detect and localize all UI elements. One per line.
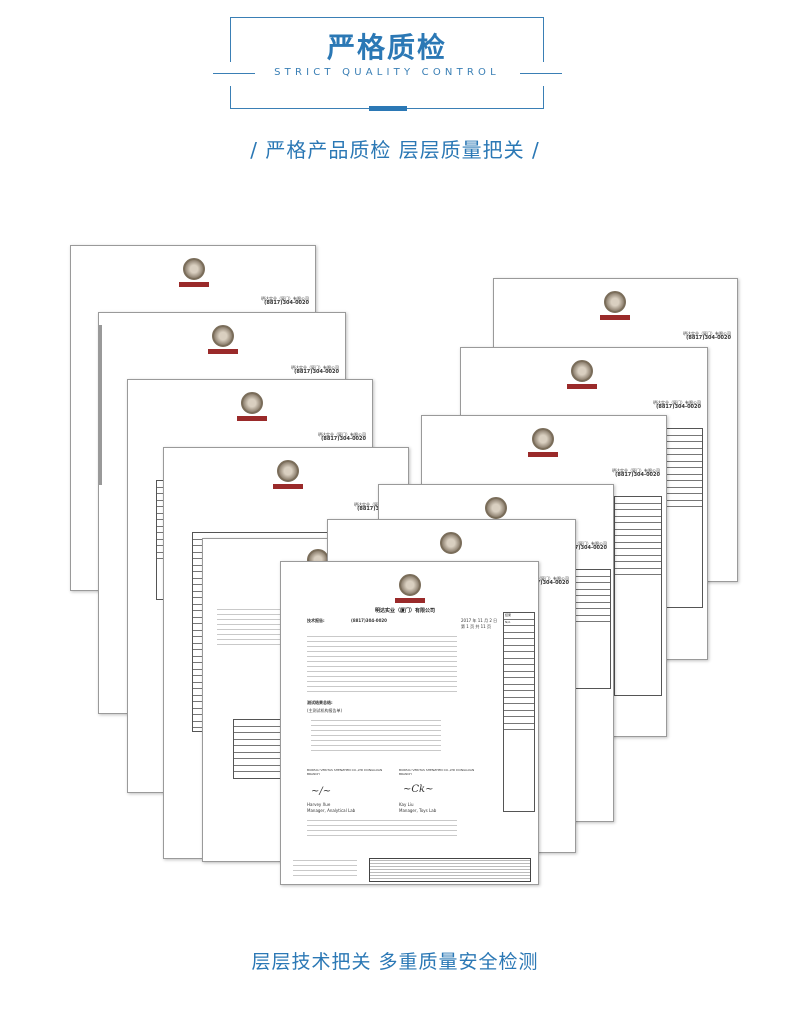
tagline: / 严格产品质检 层层质量把关 / [250,138,540,162]
report-contact-lines [307,820,457,840]
bureau-veritas-seal-icon [604,291,626,313]
report-text-lines [307,636,457,696]
signer-right-role: Manager, Toys Lab [399,808,437,813]
bureau-veritas-seal-icon [485,497,507,519]
report-number: (8817)304-0020 [656,404,701,410]
report-date: 2017 年 11 月 2 日 [461,618,498,623]
report-number: (8817)304-0020 [615,472,660,478]
frame-gap-right [541,62,545,86]
title-accent-bar [369,106,407,111]
report-company: 明达实业（厦门）有限公司 [375,608,436,614]
signer-right-name: Kay Liu [399,802,414,807]
report-number: (8817)304-0020 [264,300,309,306]
report-header: 明达实业（厦门）有限公司 (8817)304-0020 [683,331,731,341]
report-company: 明达实业（厦门）有限公司 [612,468,660,473]
bureau-veritas-band [395,598,425,603]
section-title: 测试结果总结: [307,700,333,705]
report-number: (8817)304-0020 [686,335,731,341]
report-company: 明达实业（厦门）有限公司 [559,541,607,546]
result-table [233,719,293,779]
signature-left: ~/~ [311,786,332,797]
bureau-veritas-seal-icon [571,360,593,382]
frame-line-left [213,73,255,74]
report-footer-stamp [369,858,531,882]
report-number: (8817)304-0020 [294,369,339,375]
bureau-veritas-seal-icon [183,258,205,280]
tested-by-note: (主测试机构报告单) [307,708,343,713]
report-footer-lines [293,860,357,880]
report-company: 明达实业（厦门）有限公司 [521,576,569,581]
report-page-front: 明达实业（厦门）有限公司 技术报告: (8817)304-0020 2017 年… [280,561,539,885]
report-page-count: 第 1 页 共 11 页 [461,624,491,629]
result-table [663,428,703,608]
report-number: (8817)304-0020 [524,580,569,586]
report-company: 明达实业（厦门）有限公司 [291,365,339,370]
report-company: 明达实业（厦门）有限公司 [261,296,309,301]
bureau-veritas-band [600,315,630,320]
bureau-veritas-band [567,384,597,389]
bureau-veritas-band [273,484,303,489]
bureau-veritas-seal-icon [277,460,299,482]
bureau-veritas-band [528,452,558,457]
report-header: 明达实业（厦门）有限公司 (8817)304-0020 [612,468,660,478]
result-table: 结果 N/A [503,612,535,812]
signer-left-name: Harvey Xue [307,802,331,807]
report-number: (8817)304-0020 [351,618,387,623]
report-number: (8817)304-0020 [562,545,607,551]
bureau-veritas-band [237,416,267,421]
tech-report-label: 技术报告: [307,618,325,623]
frame-line-right [520,73,562,74]
report-company: 明达实业（厦门）有限公司 [683,331,731,336]
result-col-header: 结果 [505,613,512,617]
bureau-veritas-seal-icon [399,574,421,596]
page-subtitle: STRICT QUALITY CONTROL [274,67,500,78]
bureau-veritas-band [208,349,238,354]
result-table [614,496,662,696]
bureau-veritas-band [179,282,209,287]
report-company: 明达实业（厦门）有限公司 [318,432,366,437]
page-title: 严格质检 [326,31,447,64]
report-header: 明达实业（厦门）有限公司 (8817)304-0020 [318,432,366,442]
report-summary-lines [311,720,441,755]
report-number: (8817)304-0020 [321,436,366,442]
report-header: 明达实业（厦门）有限公司 (8817)304-0020 [291,365,339,375]
signer-left-role: Manager, Analytical Lab [307,808,356,813]
report-company: 明达实业（厦门）有限公司 [653,400,701,405]
report-header: 明达实业（厦门）有限公司 (8817)304-0020 [521,576,569,586]
bureau-veritas-seal-icon [212,325,234,347]
bottom-slogan: 层层技术把关 多重质量安全检测 [251,951,539,973]
bureau-veritas-seal-icon [440,532,462,554]
bureau-veritas-seal-icon [532,428,554,450]
report-edge-strip [99,325,102,485]
report-header: 明达实业（厦门）有限公司 (8817)304-0020 [653,400,701,410]
report-header: 明达实业（厦门）有限公司 (8817)304-0020 [261,296,309,306]
result-cell: N/A [505,619,511,624]
bureau-veritas-seal-icon [241,392,263,414]
lab-left: BUREAU VERITAS SHENZHEN CO.,LTD DONGGUAN… [307,768,383,776]
report-header: 明达实业（厦门）有限公司 (8817)304-0020 [559,541,607,551]
signature-right: ~Ck~ [403,784,434,795]
frame-gap-left [229,62,233,86]
lab-right: BUREAU VERITAS SHENZHEN CO.,LTD DONGGUAN… [399,768,475,776]
